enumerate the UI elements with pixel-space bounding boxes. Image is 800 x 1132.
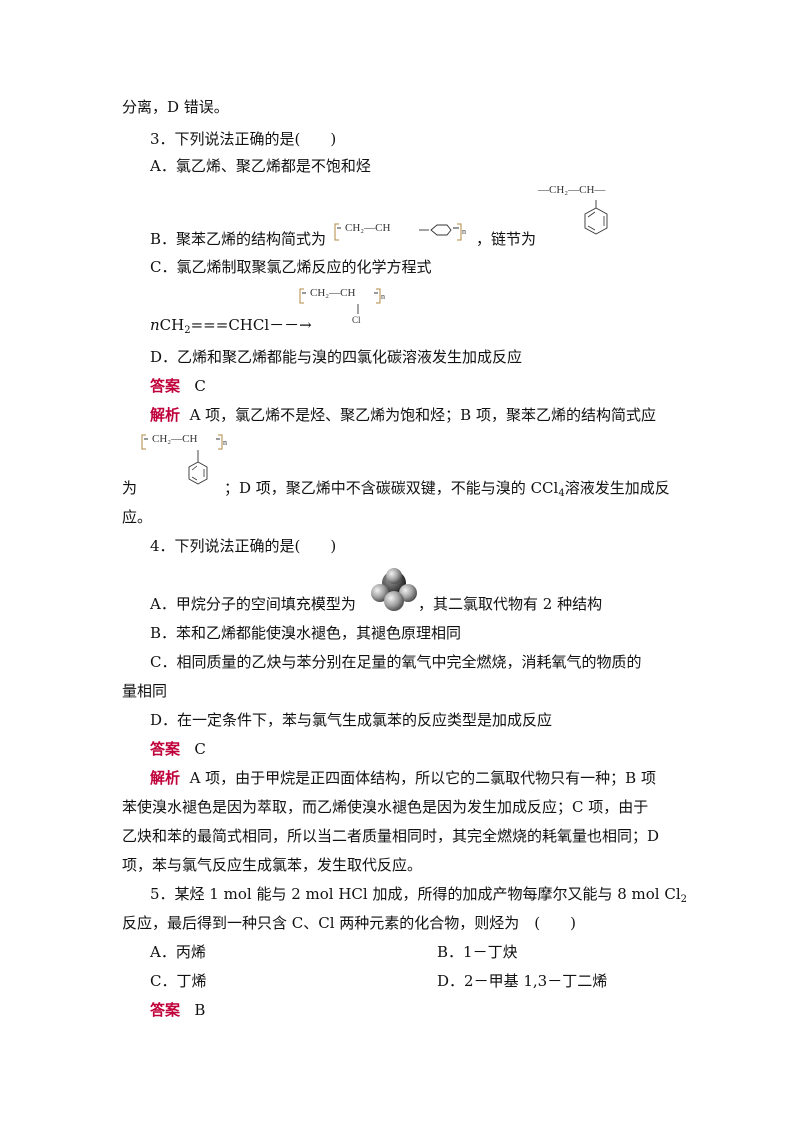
repeating-unit-structure: —CH₂—CH— <box>538 184 638 244</box>
question-5-text: 5．某烃 1 mol 能与 2 mol HCl 加成，所得的加成产物每摩尔又能与… <box>150 885 681 903</box>
question-5-option-c: C．丁烯 <box>150 972 207 990</box>
answer-3: 答案 C <box>150 376 206 396</box>
pvc-n: n <box>381 292 385 301</box>
question-4-option-a-post: ，其二氯取代物有 2 种结构 <box>418 595 603 613</box>
question-4-option-c-line-1: C．相同质量的乙炔与苯分别在足量的氧气中完全燃烧，消耗氧气的物质的 <box>150 653 642 671</box>
question-3-option-a: A．氯乙烯、聚乙烯都是不饱和烃 <box>150 157 371 175</box>
equation-sub: 2 <box>184 325 191 336</box>
explanation-3-line-2: ；D 项，聚乙烯中不含碳碳双键，不能与溴的 CCl4溶液发生加成反 <box>224 478 670 504</box>
polystyrene-text: CH₂—CH <box>345 222 391 234</box>
explanation-poly-text: CH₂—CH <box>152 433 198 445</box>
question-4-option-a-pre: A．甲烷分子的空间填充模型为 <box>150 595 356 613</box>
explanation-4-line-2: 苯使溴水褪色是因为萃取，而乙烯使溴水褪色是因为发生加成反应；C 项，由于 <box>122 798 649 816</box>
continuation-line: 分离，D 错误。 <box>122 98 229 116</box>
explanation-poly-n: n <box>223 438 227 447</box>
question-4-stem: 4．下列说法正确的是( ) <box>150 537 337 555</box>
explanation-text: A 项，氯乙烯不是烃、聚乙烯为饱和烃；B 项，聚苯乙烯的结构简式应 <box>189 406 656 424</box>
option-b-tail: ，链节为 <box>476 230 537 248</box>
explanation-text: A 项，由于甲烷是正四面体结构，所以它的二氯取代物只有一种；B 项 <box>189 769 656 787</box>
explanation-structure-svg <box>141 434 223 485</box>
question-5-line-2: 反应，最后得到一种只含 C、Cl 两种元素的化合物，则烃为 ( ) <box>122 914 576 932</box>
answer-value: B <box>194 1001 206 1019</box>
option-b-text: B．聚苯乙烯的结构简式为 <box>150 230 327 248</box>
explanation-polystyrene: CH₂—CH n <box>140 432 230 492</box>
question-3-option-c: C．氯乙烯制取聚氯乙烯反应的化学方程式 <box>150 258 432 276</box>
question-5-sub: 2 <box>680 894 688 905</box>
pvc-brackets-svg <box>299 288 381 314</box>
explanation-3-end: 溶液发生加成反 <box>564 479 670 497</box>
explanation-4-line-4: 项，苯与氯气反应生成氯苯，发生取代反应。 <box>122 856 423 874</box>
explanation-3-line-1: 解析 A 项，氯乙烯不是烃、聚乙烯为饱和烃；B 项，聚苯乙烯的结构简式应 <box>150 405 656 425</box>
answer-value: C <box>194 377 206 395</box>
question-5-option-b: B．1－丁炔 <box>437 943 518 961</box>
question-5-line-1: 5．某烃 1 mol 能与 2 mol HCl 加成，所得的加成产物每摩尔又能与… <box>150 884 687 910</box>
explanation-4-line-1: 解析 A 项，由于甲烷是正四面体结构，所以它的二氯取代物只有一种；B 项 <box>150 768 656 788</box>
explanation-label: 解析 <box>150 769 181 787</box>
explanation-3-text: ；D 项，聚乙烯中不含碳碳双键，不能与溴的 CCl <box>224 479 559 497</box>
pvc-cl: Cl <box>352 315 361 325</box>
question-3-option-d: D．乙烯和聚乙烯都能与溴的四氯化碳溶液发生加成反应 <box>150 348 523 366</box>
question-4-option-c-line-2: 量相同 <box>122 682 168 700</box>
explanation-3-line-2-pre: 为 <box>122 479 138 497</box>
equation-ch: CH <box>159 316 185 334</box>
question-4-option-b: B．苯和乙烯都能使溴水褪色，其褪色原理相同 <box>150 624 462 642</box>
answer-label: 答案 <box>150 740 181 758</box>
polystyrene-formula: CH₂—CH n <box>333 221 473 243</box>
explanation-3-line-3: 应。 <box>122 508 153 526</box>
answer-value: C <box>194 740 206 758</box>
pvc-equation: nCH2===CHCl－－→ <box>150 315 312 341</box>
answer-label: 答案 <box>150 377 181 395</box>
question-3-option-b: B．聚苯乙烯的结构简式为 <box>150 229 326 249</box>
question-5-option-d: D．2－甲基 1,3－丁二烯 <box>437 972 608 990</box>
explanation-4-line-3: 乙炔和苯的最简式相同，所以当二者质量相同时，其完全燃烧的耗氧量也相同；D <box>122 827 660 845</box>
pvc-formula: CH₂—CH n Cl <box>298 286 388 326</box>
question-5-option-a: A．丙烯 <box>150 943 206 961</box>
repeating-unit-top: —CH₂—CH— <box>538 184 606 196</box>
methane-model-image <box>371 568 417 611</box>
question-3-stem: 3．下列说法正确的是( ) <box>150 130 337 148</box>
explanation-label: 解析 <box>150 406 181 424</box>
explanation-3-sub: 4 <box>558 488 565 499</box>
polystyrene-brackets-svg <box>334 223 462 241</box>
benzene-ring-svg <box>584 200 608 235</box>
answer-4: 答案 C <box>150 739 206 759</box>
equation-n: n <box>150 316 160 334</box>
answer-5: 答案 B <box>150 1000 205 1020</box>
question-4-option-d: D．在一定条件下，苯与氯气生成氯苯的反应类型是加成反应 <box>150 711 553 729</box>
polystyrene-n: n <box>462 227 466 236</box>
equation-rest: ===CHCl－－→ <box>190 316 312 334</box>
pvc-text: CH₂—CH <box>310 287 356 299</box>
answer-label: 答案 <box>150 1001 181 1019</box>
